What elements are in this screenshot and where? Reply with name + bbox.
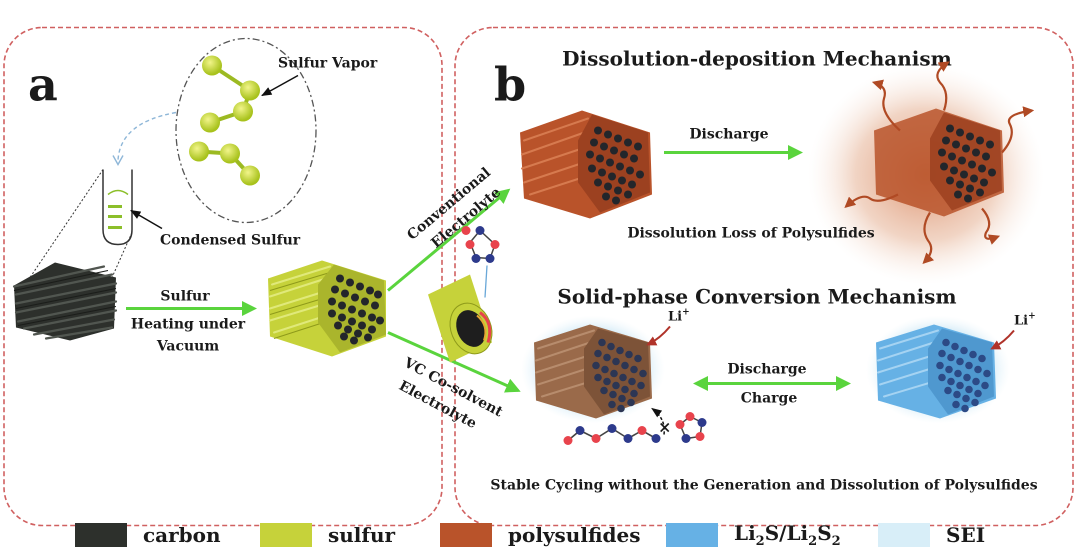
legend-label-sei: SEI xyxy=(946,523,986,547)
sulfur-vapor-pointer xyxy=(261,74,299,97)
vc-route-arrow xyxy=(387,331,521,393)
bottom-mechanism-title: Solid-phase Conversion Mechanism xyxy=(557,285,956,309)
top-discharge-label: Discharge xyxy=(689,127,768,143)
legend-swatch-sulfur xyxy=(260,523,312,547)
polysulfide-escape-arrows xyxy=(844,61,1035,265)
process-label-sulfur: Sulfur xyxy=(160,289,210,305)
panel-a-frame xyxy=(3,26,443,527)
condensed-sulfur-lines xyxy=(108,205,122,229)
conventional-route-arrow xyxy=(387,188,511,292)
vapor-flow-path xyxy=(117,111,177,161)
condensation-tube xyxy=(102,169,133,246)
process-label-vacuum: Vacuum xyxy=(156,339,220,355)
legend-item-sulfur: sulfur xyxy=(260,521,395,549)
vc-molecule-bottom xyxy=(675,412,707,443)
li-ion-left: Li+ xyxy=(668,308,690,325)
sulfur-bundle xyxy=(268,260,386,357)
condensed-sulfur-label: Condensed Sulfur xyxy=(160,233,301,249)
li2s-bundle xyxy=(876,324,996,419)
dissolving-bundle xyxy=(874,108,1004,217)
coated-bundle xyxy=(534,324,652,419)
legend-label-sulfur: sulfur xyxy=(328,523,396,547)
legend-item-sei: SEI xyxy=(878,521,985,549)
legend-swatch-polysulfides xyxy=(440,523,492,547)
sulfur-vapor-atoms xyxy=(189,55,260,186)
legend-item-carbon: carbon xyxy=(75,521,221,549)
condensed-sulfur-pointer xyxy=(130,209,163,230)
vapor-flow-arrowhead xyxy=(112,155,124,166)
li-ion-right-arrow xyxy=(990,329,1015,350)
li-ion-right: Li+ xyxy=(1014,312,1036,329)
zoom-line-right xyxy=(111,232,133,278)
carbon-bundle xyxy=(12,262,118,341)
li-ion-left-arrow xyxy=(646,325,671,346)
panel-b-frame xyxy=(454,26,1074,527)
polysulfide-bundle xyxy=(520,110,652,219)
top-caption: Dissolution Loss of Polysulfides xyxy=(627,226,874,242)
blocked-path-arrow xyxy=(651,407,665,435)
sulfur-vapor-label: Sulfur Vapor xyxy=(278,56,378,72)
vc-molecule-icon xyxy=(461,226,500,298)
legend-swatch-sei xyxy=(878,523,930,547)
top-mechanism-title: Dissolution-deposition Mechanism xyxy=(562,47,952,71)
legend: carbon sulfur polysulfides Li2S/Li2S2 SE… xyxy=(0,515,1080,555)
polysulfide-chain xyxy=(563,424,661,445)
legend-swatch-li2s xyxy=(666,523,718,547)
process-label-heating: Heating under xyxy=(131,317,246,333)
sulfur-vapor-cloud xyxy=(175,37,317,224)
condensed-sulfur-arc xyxy=(107,189,129,196)
legend-label-carbon: carbon xyxy=(143,523,221,547)
legend-item-polysulfides: polysulfides xyxy=(440,521,640,549)
panel-b-label: b xyxy=(494,58,526,112)
panel-a-label: a xyxy=(28,58,58,112)
blocked-mark: × xyxy=(658,418,671,437)
legend-item-li2s: Li2S/Li2S2 xyxy=(666,521,841,549)
bottom-charge-label: Charge xyxy=(741,391,798,407)
zoom-line-left xyxy=(29,169,104,278)
bottom-discharge-label: Discharge xyxy=(727,362,806,378)
legend-label-li2s: Li2S/Li2S2 xyxy=(734,521,841,549)
legend-label-polysulfides: polysulfides xyxy=(508,523,641,547)
bottom-caption: Stable Cycling without the Generation an… xyxy=(490,478,1037,494)
legend-swatch-carbon xyxy=(75,523,127,547)
coated-tube-icon xyxy=(428,274,493,363)
